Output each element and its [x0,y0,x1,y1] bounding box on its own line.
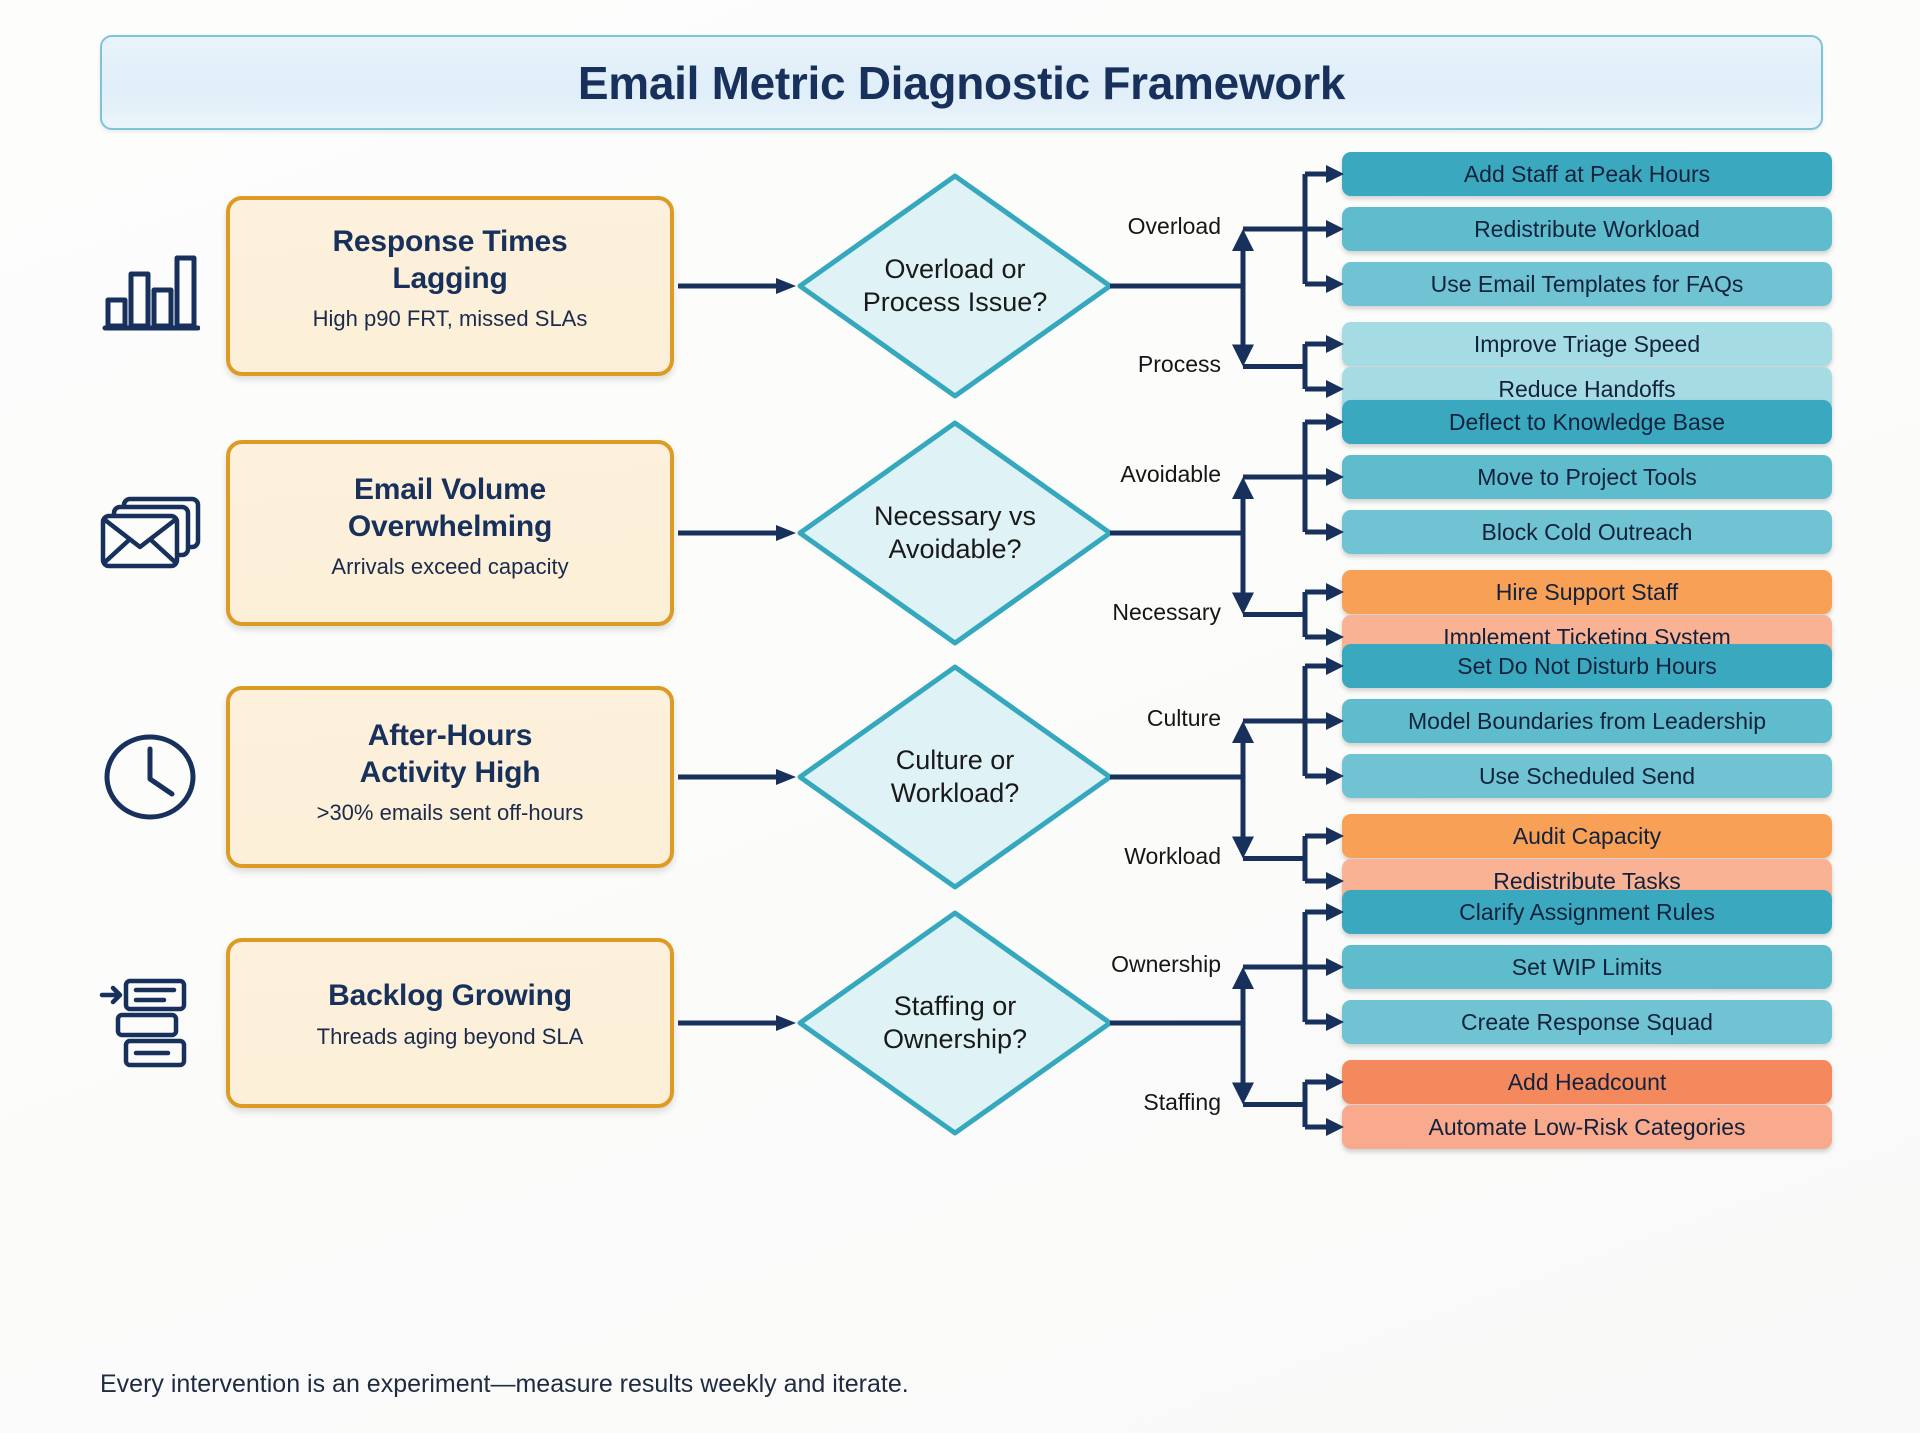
action-pill[interactable]: Add Headcount [1342,1060,1832,1104]
branch-label-a: Culture [1146,705,1221,731]
backlog-icon [95,968,205,1078]
arrow-card-to-decision [678,1013,800,1033]
action-pill[interactable]: Audit Capacity [1342,814,1832,858]
arrow-card-to-decision [678,276,800,296]
action-pill[interactable]: Model Boundaries from Leadership [1342,699,1832,743]
action-pill[interactable]: Automate Low-Risk Categories [1342,1105,1832,1149]
action-pill-label: Move to Project Tools [1477,463,1697,490]
action-pill-label: Clarify Assignment Rules [1459,898,1715,925]
action-pill-label: Hire Support Staff [1495,578,1679,605]
action-pill-label: Create Response Squad [1461,1008,1713,1035]
problem-card-title-line2: Lagging [392,261,508,295]
action-pill[interactable]: Redistribute Workload [1342,207,1832,251]
action-pill[interactable]: Hire Support Staff [1342,570,1832,614]
action-pill[interactable]: Add Staff at Peak Hours [1342,152,1832,196]
branch-label-b: Necessary [1112,598,1221,625]
branch-connector [1110,642,1350,932]
footer-note: Every intervention is an experiment—meas… [100,1370,909,1398]
branch-connector [1110,888,1350,1178]
action-pill-label: Model Boundaries from Leadership [1408,707,1766,734]
arrow-card-to-decision [678,767,800,787]
problem-card-title: Response Times [332,225,568,258]
branch-label-a: Avoidable [1120,461,1221,487]
branch-label-a: Ownership [1111,951,1221,977]
action-pill-label: Reduce Handoffs [1498,375,1676,402]
action-pill-label: Audit Capacity [1512,822,1662,849]
problem-card-subtitle: >30% emails sent off-hours [316,800,584,826]
bar-chart-icon [95,231,205,341]
action-pill-label: Add Staff at Peak Hours [1463,160,1711,187]
action-pill[interactable]: Set WIP Limits [1342,945,1832,989]
action-pill[interactable]: Create Response Squad [1342,1000,1832,1044]
problem-card-title: After-Hours [367,719,533,752]
action-pill-label: Deflect to Knowledge Base [1448,408,1726,435]
branch-connector [1110,150,1350,440]
problem-card-subtitle: High p90 FRT, missed SLAs [312,306,588,332]
action-pill-label: Improve Triage Speed [1473,330,1701,357]
action-pill[interactable]: Set Do Not Disturb Hours [1342,644,1832,688]
problem-card-title: Backlog Growing [328,979,572,1012]
action-pill-label: Set Do Not Disturb Hours [1457,652,1717,679]
action-pill-label: Add Headcount [1507,1068,1667,1095]
problem-card-subtitle: Threads aging beyond SLA [316,1023,584,1049]
page-title: Email Metric Diagnostic Framework [577,56,1346,109]
action-pill[interactable]: Move to Project Tools [1342,455,1832,499]
problem-card-title-line2: Activity High [359,755,541,789]
branch-label-a: Overload [1127,213,1221,239]
action-pill-label: Block Cold Outreach [1481,518,1693,545]
action-pill[interactable]: Use Email Templates for FAQs [1342,262,1832,306]
action-pill-label: Redistribute Workload [1474,215,1700,242]
action-pill-label: Automate Low-Risk Categories [1428,1113,1746,1140]
problem-card-title-line2: Overwhelming [347,509,553,543]
clock-icon [95,722,205,832]
action-pill-label: Use Email Templates for FAQs [1430,270,1744,297]
branch-label-b: Staffing [1143,1088,1221,1115]
branch-connector [1110,398,1350,688]
branch-label-b: Process [1137,350,1221,377]
action-pill-label: Set WIP Limits [1511,953,1663,980]
action-pill-label: Use Scheduled Send [1478,762,1696,789]
action-pill[interactable]: Block Cold Outreach [1342,510,1832,554]
problem-card-title: Email Volume [353,473,547,506]
action-pill[interactable]: Clarify Assignment Rules [1342,890,1832,934]
action-pill-label: Redistribute Tasks [1493,867,1681,894]
action-pill[interactable]: Deflect to Knowledge Base [1342,400,1832,444]
action-pill[interactable]: Improve Triage Speed [1342,322,1832,366]
arrow-card-to-decision [678,523,800,543]
title-banner: Email Metric Diagnostic Framework [100,35,1823,130]
problem-card-subtitle: Arrivals exceed capacity [331,554,569,580]
action-pill[interactable]: Use Scheduled Send [1342,754,1832,798]
branch-label-b: Workload [1124,842,1221,869]
stacked-envelopes-icon [95,478,205,588]
